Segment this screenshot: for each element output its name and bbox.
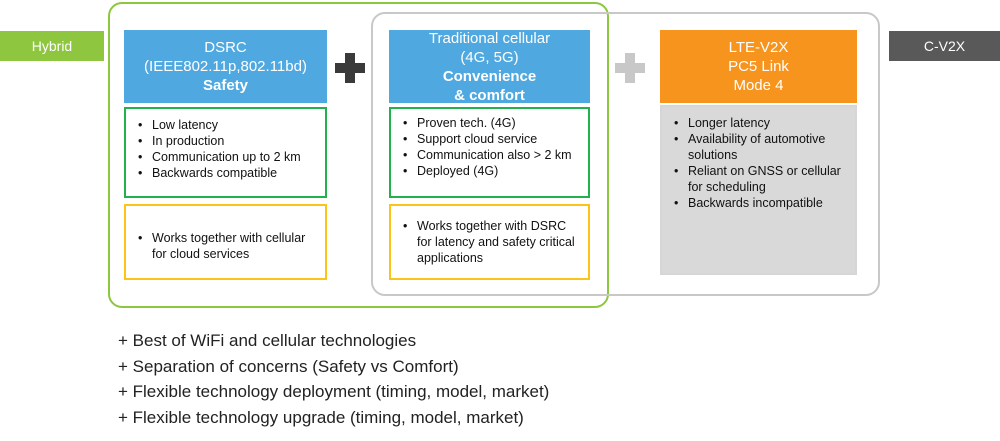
dsrc-header: DSRC (IEEE802.11p,802.11bd) Safety [124, 30, 327, 103]
plus-icon [615, 53, 645, 83]
list-item: Communication also > 2 km [403, 147, 582, 163]
dsrc-note-box: Works together with cellular for cloud s… [124, 204, 327, 280]
list-item: Deployed (4G) [403, 163, 582, 179]
dsrc-pros-box: Low latency In production Communication … [124, 107, 327, 198]
benefit-item: + Best of WiFi and cellular technologies [118, 331, 417, 350]
list-item: Longer latency [674, 115, 849, 131]
hybrid-group-outline [108, 2, 609, 308]
ltev2x-header: LTE-V2X PC5 Link Mode 4 [660, 30, 857, 103]
cellular-title-line: Traditional cellular [428, 29, 551, 47]
cv2x-group-outline [371, 12, 880, 296]
list-item: Backwards compatible [138, 165, 319, 181]
dsrc-title-line: DSRC [204, 39, 247, 56]
ltev2x-title-line: Mode 4 [733, 77, 784, 94]
list-item: Proven tech. (4G) [403, 115, 582, 131]
benefit-item: + Separation of concerns (Safety vs Comf… [118, 356, 459, 376]
ltev2x-title-line: PC5 Link [728, 58, 789, 75]
list-item: Availability of automotive solutions [674, 131, 849, 163]
dsrc-emphasis: Safety [202, 77, 249, 94]
ltev2x-title-line: LTE-V2X [728, 39, 789, 56]
cellular-note-box: Works together with DSRC for latency and… [389, 204, 590, 280]
cellular-emphasis: Convenience [442, 67, 537, 85]
cellular-title-line: (4G, 5G) [460, 48, 519, 66]
plus-icon [335, 53, 365, 83]
cv2x-label: C-V2X [889, 31, 1000, 61]
ltev2x-list-box: Longer latency Availability of automotiv… [660, 105, 857, 275]
list-item: Reliant on GNSS or cellular for scheduli… [674, 163, 849, 195]
cellular-header: Traditional cellular (4G, 5G) Convenienc… [389, 29, 590, 104]
list-item: Support cloud service [403, 131, 582, 147]
benefits-list: + Best of WiFi and cellular technologies… [118, 328, 549, 430]
dsrc-title-line: (IEEE802.11p,802.11bd) [144, 58, 307, 75]
cellular-emphasis: & comfort [454, 86, 525, 104]
hybrid-label: Hybrid [0, 31, 104, 61]
list-item: Works together with DSRC for latency and… [403, 218, 582, 266]
list-item: Works together with cellular for cloud s… [138, 230, 319, 262]
benefit-item: + Flexible technology deployment (timing… [118, 382, 550, 401]
list-item: In production [138, 133, 319, 149]
benefit-item: + Flexible technology upgrade (timing, m… [118, 407, 524, 427]
list-item: Backwards incompatible [674, 195, 849, 211]
list-item: Low latency [138, 117, 319, 133]
list-item: Communication up to 2 km [138, 149, 319, 165]
cellular-pros-box: Proven tech. (4G) Support cloud service … [389, 107, 590, 198]
